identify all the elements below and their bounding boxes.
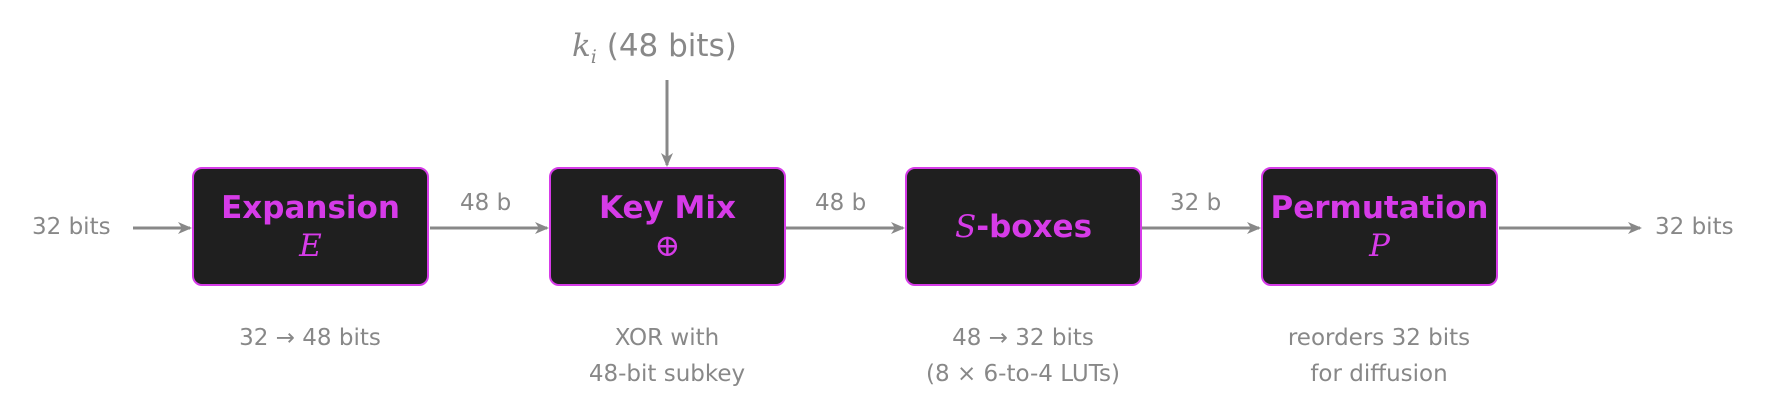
stage-title: Expansion xyxy=(221,189,400,226)
stage-key-mix: Key Mix ⊕ xyxy=(549,167,786,286)
stage-title: S-boxes xyxy=(954,208,1093,245)
output-label: 32 bits xyxy=(1655,214,1734,240)
stage-title: Permutation xyxy=(1270,189,1489,226)
input-label: 32 bits xyxy=(32,214,111,240)
stage-expansion: Expansion E xyxy=(192,167,429,286)
xor-symbol: ⊕ xyxy=(654,227,681,264)
caption-s-boxes: 48 → 32 bits(8 × 6-to-4 LUTs) xyxy=(926,325,1120,387)
caption-expansion: 32 → 48 bits xyxy=(239,325,381,351)
stage-symbol: E xyxy=(299,227,322,264)
edge-label-1: 48 b xyxy=(460,190,512,216)
stage-title: Key Mix xyxy=(599,189,736,226)
stage-s-boxes: S-boxes xyxy=(905,167,1142,286)
subkey-label: ki (48 bits) xyxy=(572,28,737,69)
edge-label-3: 32 b xyxy=(1170,190,1222,216)
edge-label-2: 48 b xyxy=(815,190,867,216)
stage-permutation: Permutation P xyxy=(1261,167,1498,286)
stage-symbol: P xyxy=(1369,227,1390,264)
